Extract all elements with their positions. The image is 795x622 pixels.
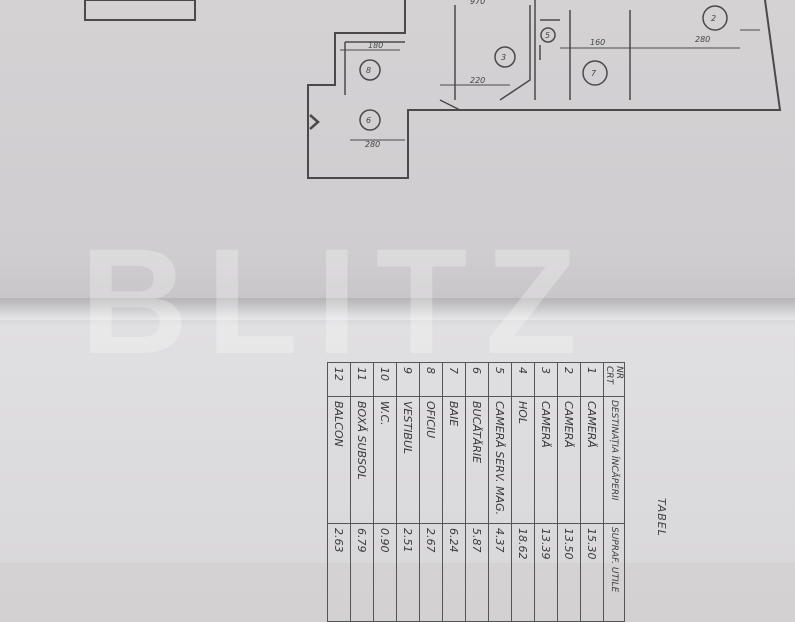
watermark: BLITZ	[80, 217, 595, 385]
dimension-label: 220	[470, 76, 485, 85]
cell-destination: HOL	[511, 396, 535, 524]
table-header-row: NR CRT DESTINAȚIA ÎNCĂPERII SUPRAF. UTIL…	[603, 362, 625, 622]
inner-walls	[344, 0, 631, 111]
header-nr: NR CRT	[603, 362, 625, 397]
cell-destination: CAMERĂ	[580, 396, 604, 524]
entrance-arrow-icon	[309, 114, 320, 130]
cell-area: 5.87	[465, 523, 489, 622]
room-label: 5	[545, 31, 550, 40]
dimension-label: 280	[365, 140, 380, 149]
room-label: 2	[711, 14, 716, 23]
cell-nr: 3	[534, 362, 558, 397]
cell-nr: 8	[419, 362, 443, 397]
floor-plan: 8 6 3 5 7 2 970 180 220 160 280 280	[84, 0, 782, 179]
cell-nr: 6	[465, 362, 489, 397]
cell-area: 6.79	[350, 523, 374, 622]
cell-area: 18.62	[511, 523, 535, 622]
cell-nr: 4	[511, 362, 535, 397]
cell-area: 4.37	[488, 523, 512, 622]
dimension-label: 160	[590, 38, 605, 47]
room-label: 3	[501, 53, 506, 62]
cell-area: 2.51	[396, 523, 420, 622]
cell-area: 13.50	[557, 523, 581, 622]
cell-destination: OFICIU	[419, 396, 443, 524]
room-label: 8	[366, 66, 371, 75]
dimension-label: 970	[470, 0, 485, 6]
dimension-lines	[340, 29, 760, 141]
outer-wall	[307, 0, 782, 179]
cell-destination: BALCON	[327, 396, 351, 524]
cell-destination: BOXĂ SUBSOL	[350, 396, 374, 524]
header-area: SUPRAF. UTILE	[603, 523, 625, 622]
cell-area: 6.24	[442, 523, 466, 622]
paper-fold	[0, 298, 795, 320]
cell-nr: 11	[350, 362, 374, 397]
room-table: NR CRT DESTINAȚIA ÎNCĂPERII SUPRAF. UTIL…	[327, 362, 625, 622]
cell-destination: CAMERĂ	[557, 396, 581, 524]
cell-nr: 2	[557, 362, 581, 397]
dimension-label: 280	[695, 35, 710, 44]
cell-area: 13.39	[534, 523, 558, 622]
cell-nr: 7	[442, 362, 466, 397]
room-label: 7	[591, 69, 597, 78]
cell-destination: VESTIBUL	[396, 396, 420, 524]
cell-area: 15.30	[580, 523, 604, 622]
cell-nr: 12	[327, 362, 351, 397]
cell-nr: 9	[396, 362, 420, 397]
cell-nr: 1	[580, 362, 604, 397]
header-destination: DESTINAȚIA ÎNCĂPERII	[603, 396, 625, 524]
cell-destination: CAMERĂ	[534, 396, 558, 524]
cell-destination: CAMERĂ SERV. MAG.	[488, 396, 512, 524]
plan-fragment	[84, 0, 196, 21]
cell-area: 0.90	[373, 523, 397, 622]
cell-nr: 10	[373, 362, 397, 397]
table-caption: TABEL	[655, 498, 668, 537]
room-label: 6	[366, 116, 371, 125]
cell-destination: W.C.	[373, 396, 397, 524]
cell-destination: BAIE	[442, 396, 466, 524]
cell-destination: BUCĂTĂRIE	[465, 396, 489, 524]
cell-area: 2.67	[419, 523, 443, 622]
dimension-label: 180	[368, 41, 383, 50]
cell-area: 2.63	[327, 523, 351, 622]
cell-nr: 5	[488, 362, 512, 397]
